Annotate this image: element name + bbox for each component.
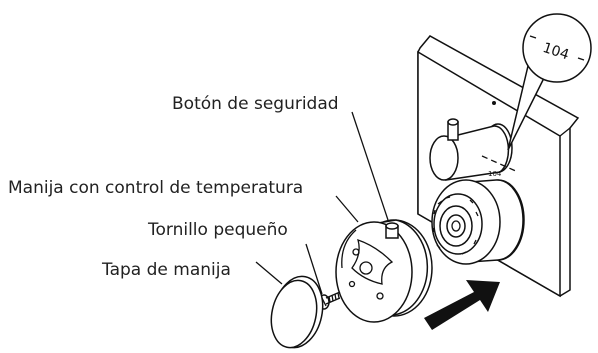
safety-button	[385, 222, 399, 239]
callout-value: 104	[541, 40, 571, 64]
cartridge-housing	[431, 179, 525, 265]
label-temperature-handle: Manija con control de temperatura	[8, 178, 303, 198]
label-safety-button: Botón de seguridad	[172, 94, 339, 114]
plate-mark: 104	[481, 155, 519, 178]
label-handle-cap: Tapa de manija	[101, 260, 231, 280]
handle-cap	[270, 275, 324, 349]
leader-lines	[255, 111, 389, 295]
temperature-handle	[335, 219, 433, 323]
flow-knob	[429, 101, 513, 181]
label-small-screw: Tornillo pequeño	[147, 220, 288, 240]
zoom-callout: 104	[507, 13, 592, 151]
arrow-right-up-icon	[424, 280, 500, 330]
plate-mark-text: 104	[488, 170, 502, 178]
